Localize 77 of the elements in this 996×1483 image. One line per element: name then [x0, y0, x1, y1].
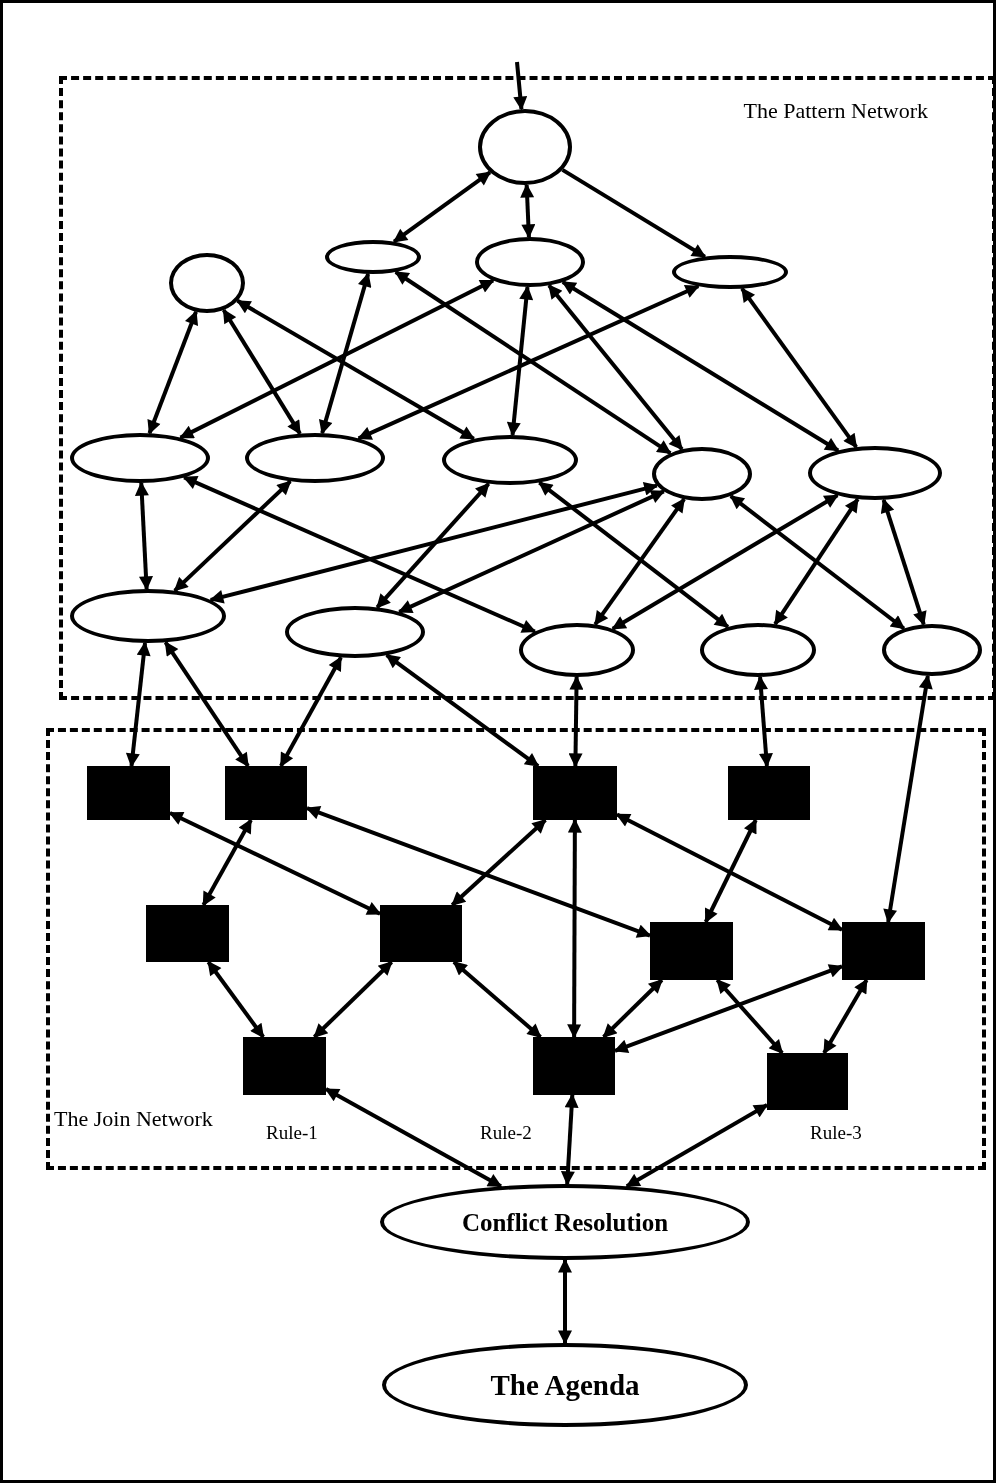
double-headed-arrow — [625, 1103, 769, 1188]
double-headed-arrow — [134, 481, 153, 591]
pattern-ellipse — [70, 589, 226, 643]
region-title: The Join Network — [54, 1108, 213, 1130]
double-headed-arrow — [394, 270, 672, 455]
double-headed-arrow — [313, 960, 394, 1039]
rule-label: Rule-3 — [810, 1123, 862, 1142]
double-headed-arrow — [168, 811, 382, 916]
join-node-block — [225, 766, 307, 820]
double-headed-arrow — [568, 675, 584, 768]
double-headed-arrow — [547, 284, 684, 451]
double-headed-arrow — [357, 284, 700, 441]
double-headed-arrow — [740, 287, 858, 449]
join-node-block — [533, 766, 617, 820]
double-headed-arrow — [375, 482, 491, 609]
double-headed-arrow — [703, 818, 758, 924]
double-headed-arrow — [560, 1093, 579, 1186]
double-headed-arrow — [822, 978, 869, 1055]
join-node-block — [650, 922, 733, 980]
pattern-ellipse — [169, 253, 245, 313]
join-node-block — [87, 766, 170, 820]
double-headed-arrow — [385, 653, 540, 768]
double-headed-arrow — [392, 170, 492, 244]
double-headed-arrow — [754, 675, 773, 768]
double-headed-arrow — [305, 806, 652, 938]
rule-label: Rule-2 — [480, 1123, 532, 1142]
dashed-region — [46, 728, 986, 1170]
double-headed-arrow — [279, 656, 343, 768]
double-headed-arrow — [611, 493, 839, 631]
double-headed-arrow — [883, 674, 933, 924]
double-headed-arrow — [602, 978, 664, 1039]
double-headed-arrow — [324, 1087, 503, 1189]
double-headed-arrow — [538, 480, 730, 629]
double-headed-arrow — [452, 960, 542, 1039]
node-label: The Agenda — [490, 1370, 640, 1400]
join-node-block — [380, 905, 462, 962]
pattern-ellipse — [478, 109, 572, 185]
double-headed-arrow — [450, 818, 547, 907]
double-headed-arrow — [236, 299, 475, 441]
double-headed-arrow — [147, 310, 199, 435]
double-headed-arrow — [567, 818, 582, 1039]
double-headed-arrow — [163, 641, 250, 768]
double-headed-arrow — [201, 818, 253, 907]
double-headed-arrow — [558, 1258, 572, 1345]
double-headed-arrow — [182, 475, 537, 634]
double-headed-arrow — [880, 498, 927, 626]
double-headed-arrow — [173, 479, 292, 593]
double-headed-arrow — [221, 308, 302, 435]
double-headed-arrow — [206, 960, 265, 1039]
join-node-block — [767, 1053, 848, 1110]
join-node-block — [146, 905, 229, 962]
double-headed-arrow — [397, 489, 666, 614]
double-headed-arrow — [209, 481, 659, 604]
double-headed-arrow — [593, 498, 686, 626]
join-node-block — [728, 766, 810, 820]
double-headed-arrow — [520, 183, 536, 239]
double-headed-arrow — [125, 641, 151, 768]
double-headed-arrow — [179, 278, 495, 440]
rule-label: Rule-1 — [266, 1123, 318, 1142]
double-headed-arrow — [715, 978, 784, 1055]
join-node-block — [243, 1037, 326, 1095]
double-headed-arrow — [615, 812, 844, 932]
double-headed-arrow — [729, 494, 906, 631]
pattern-ellipse — [519, 623, 635, 677]
arrow — [561, 168, 707, 259]
arrow — [513, 61, 528, 111]
double-headed-arrow — [506, 285, 534, 437]
dashed-region — [59, 76, 996, 700]
double-headed-arrow — [773, 497, 860, 626]
double-headed-arrow — [318, 272, 372, 435]
node-label: Conflict Resolution — [461, 1209, 669, 1235]
double-headed-arrow — [613, 964, 844, 1053]
join-node-block — [533, 1037, 615, 1095]
region-title: The Pattern Network — [743, 100, 928, 122]
double-headed-arrow — [561, 280, 840, 453]
join-node-block — [842, 922, 925, 980]
pattern-ellipse — [652, 447, 752, 501]
